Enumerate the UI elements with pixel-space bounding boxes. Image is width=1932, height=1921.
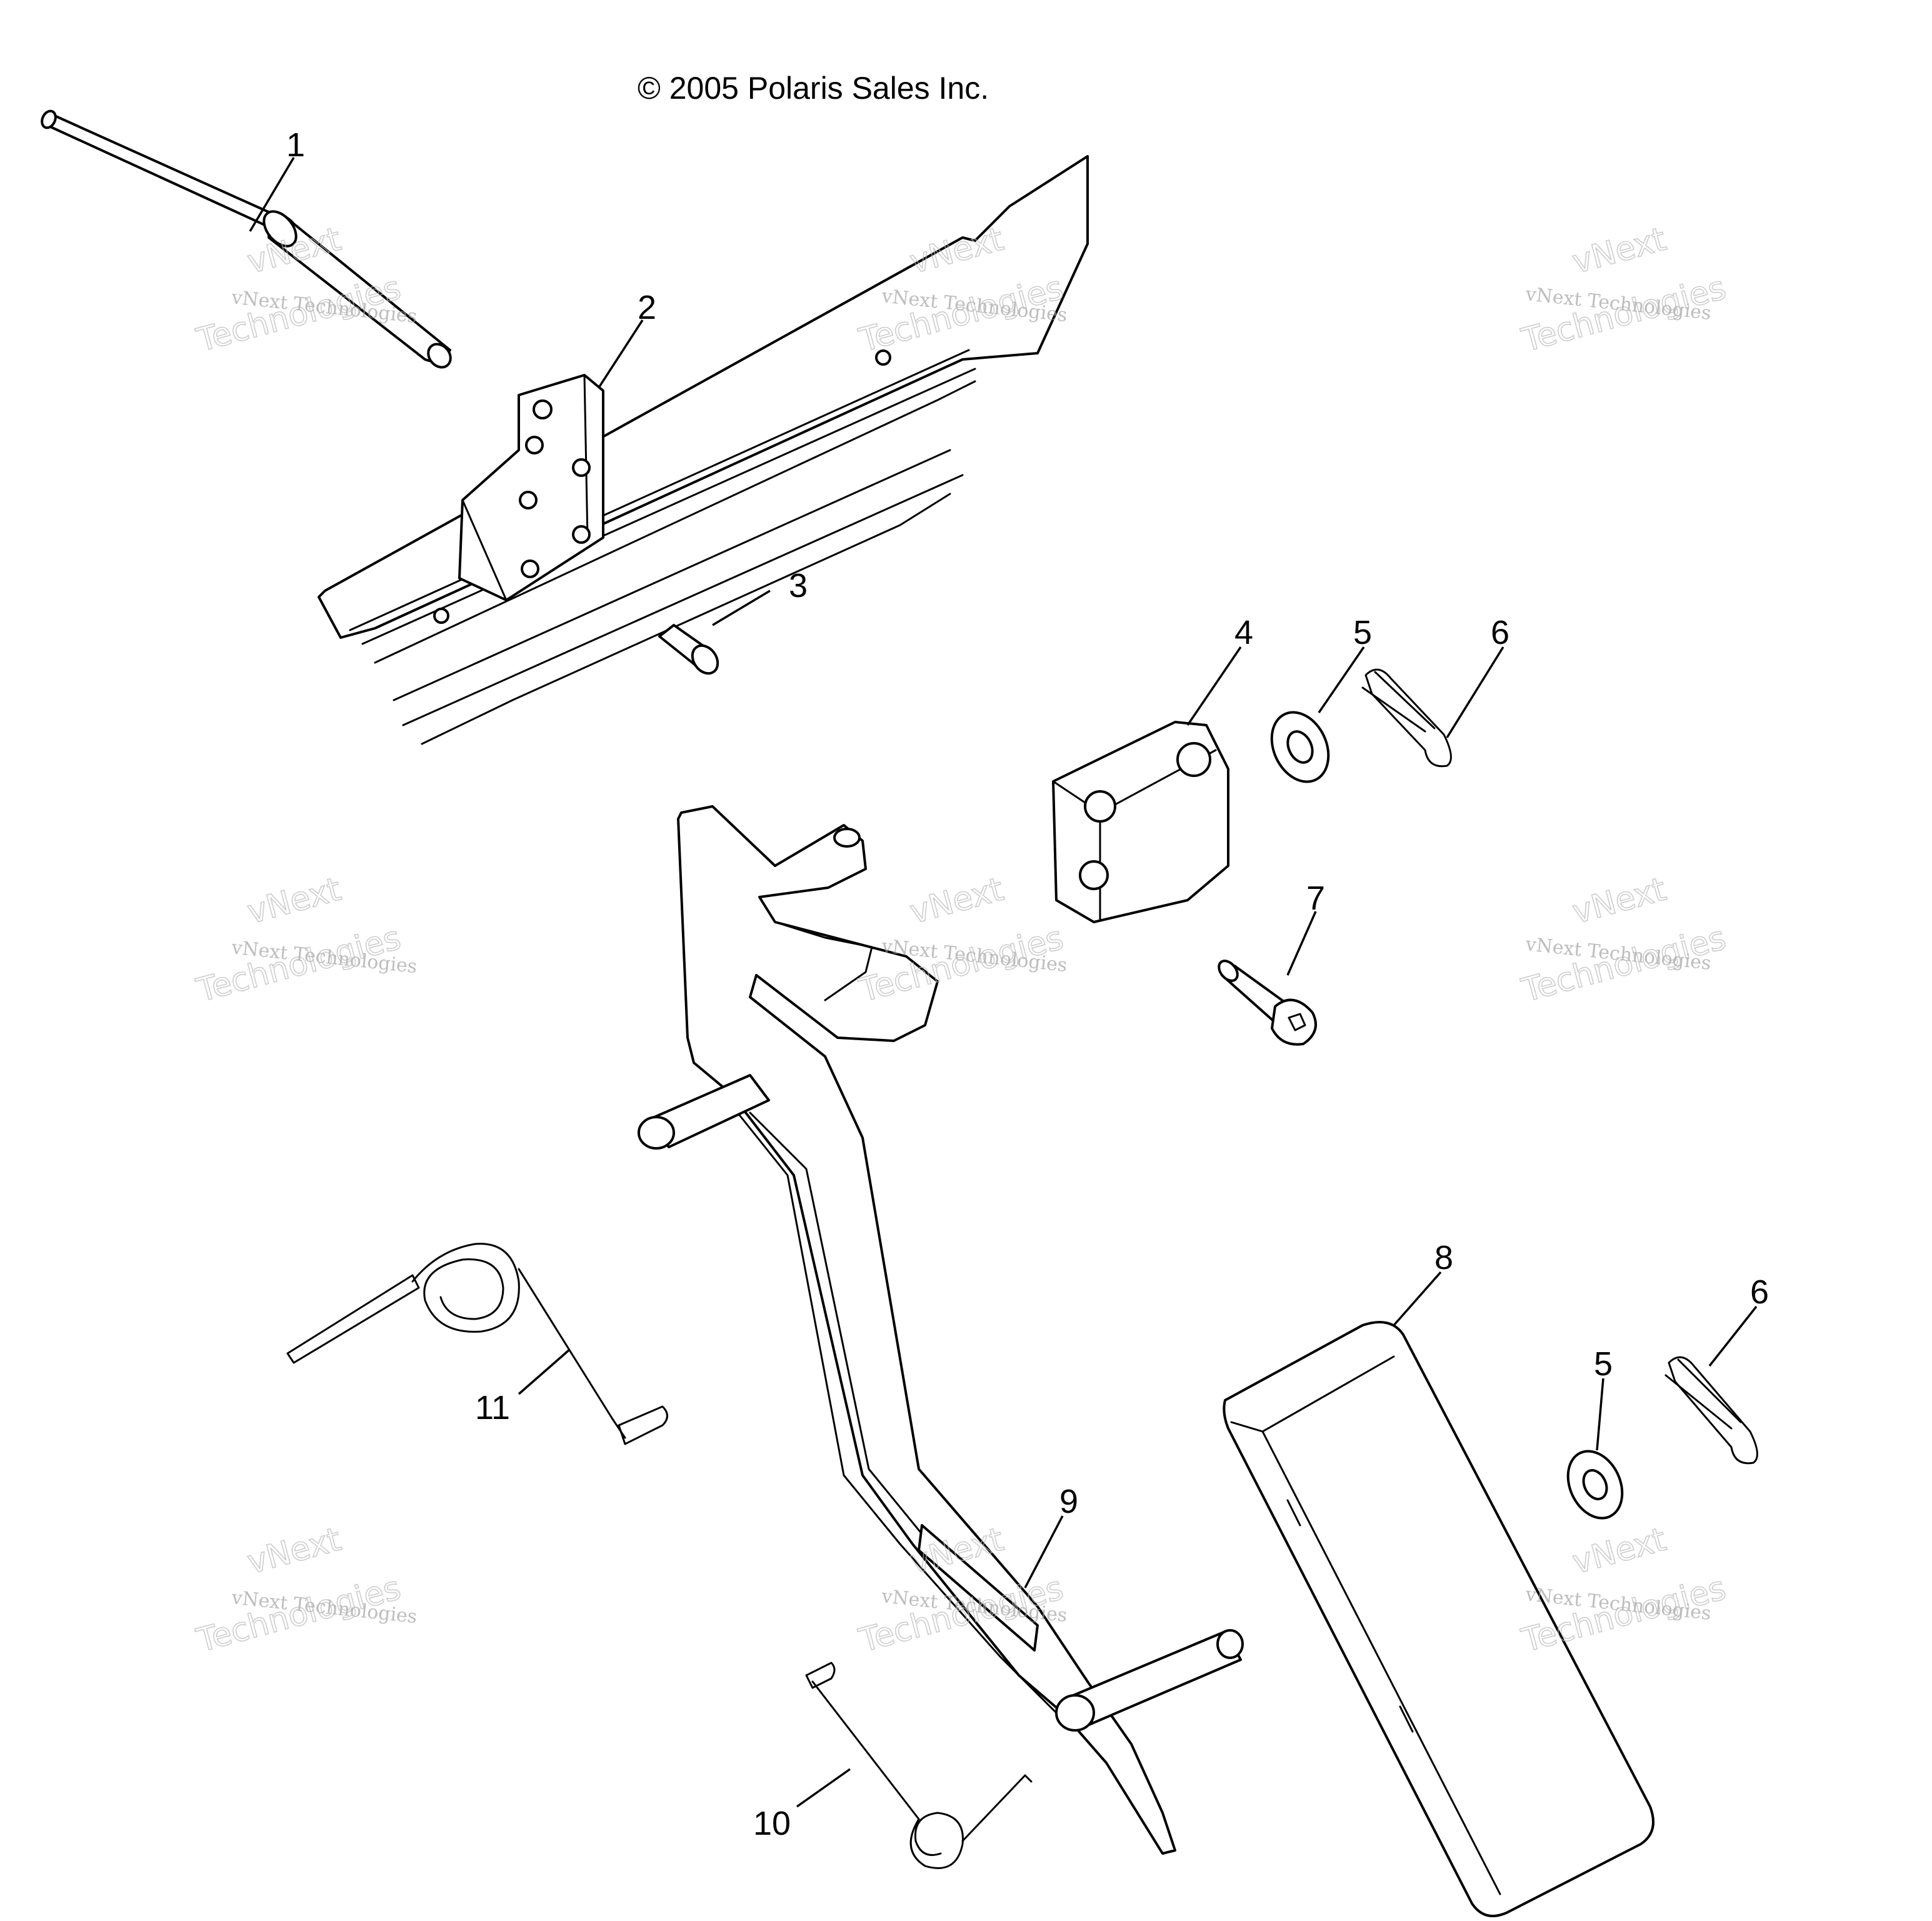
callout-4: 4	[1234, 614, 1253, 651]
callout-10: 10	[753, 1805, 791, 1842]
callout-8: 8	[1434, 1239, 1453, 1276]
part-3-nut	[658, 624, 719, 675]
watermark-5: vNext vNext Technologies Technologies	[854, 870, 1068, 1010]
watermark-6: vNext vNext Technologies Technologies	[1517, 870, 1730, 1010]
callout-1: 1	[286, 126, 305, 164]
part-1-rod	[41, 109, 452, 369]
callout-3: 3	[789, 567, 808, 604]
callout-9: 9	[1059, 1483, 1078, 1520]
svg-text:vNext: vNext	[1569, 871, 1670, 931]
part-4-pivot-block	[1052, 721, 1229, 923]
watermark-4: vNext vNext Technologies Technologies	[192, 870, 418, 1010]
part-6-clip-upper	[1361, 668, 1452, 768]
svg-text:vNext: vNext	[244, 1521, 345, 1582]
watermark-3: vNext vNext Technologies Technologies	[1517, 220, 1730, 360]
callout-6: 6	[1491, 614, 1509, 651]
part-8-pedal-pad	[1223, 1321, 1654, 1917]
copyright-text: © 2005 Polaris Sales Inc.	[638, 71, 989, 106]
part-7-bolt	[1218, 960, 1317, 1046]
watermark-1: vNext vNext Technologies Technologies	[192, 220, 418, 360]
watermark-7: vNext vNext Technologies Technologies	[192, 1520, 418, 1660]
callout-6-lower: 6	[1750, 1273, 1769, 1311]
part-9-pedal-arm	[638, 805, 1244, 1855]
callout-7: 7	[1306, 880, 1325, 917]
part-10-spring	[805, 1662, 1033, 1869]
part-5-washer-lower	[1566, 1450, 1624, 1520]
part-2-frame-bracket	[318, 155, 1089, 745]
callout-5: 5	[1353, 614, 1372, 651]
callout-2: 2	[638, 289, 656, 326]
svg-text:vNext: vNext	[244, 871, 345, 931]
part-6-clip-lower	[1664, 1356, 1758, 1465]
svg-text:vNext: vNext	[1569, 1521, 1670, 1582]
part-11-spring	[286, 1243, 668, 1445]
callout-5-lower: 5	[1594, 1345, 1613, 1383]
callout-11: 11	[475, 1389, 510, 1427]
watermark-9: vNext vNext Technologies Technologies	[1517, 1520, 1730, 1660]
leader-lines	[249, 157, 1758, 1808]
svg-text:vNext: vNext	[906, 871, 1008, 931]
svg-text:vNext: vNext	[1569, 221, 1670, 281]
callout-numbers: 1 2 3 4 5 6 7 8 5 6 9 10 11	[286, 126, 1769, 1842]
part-5-washer-upper	[1270, 711, 1330, 783]
